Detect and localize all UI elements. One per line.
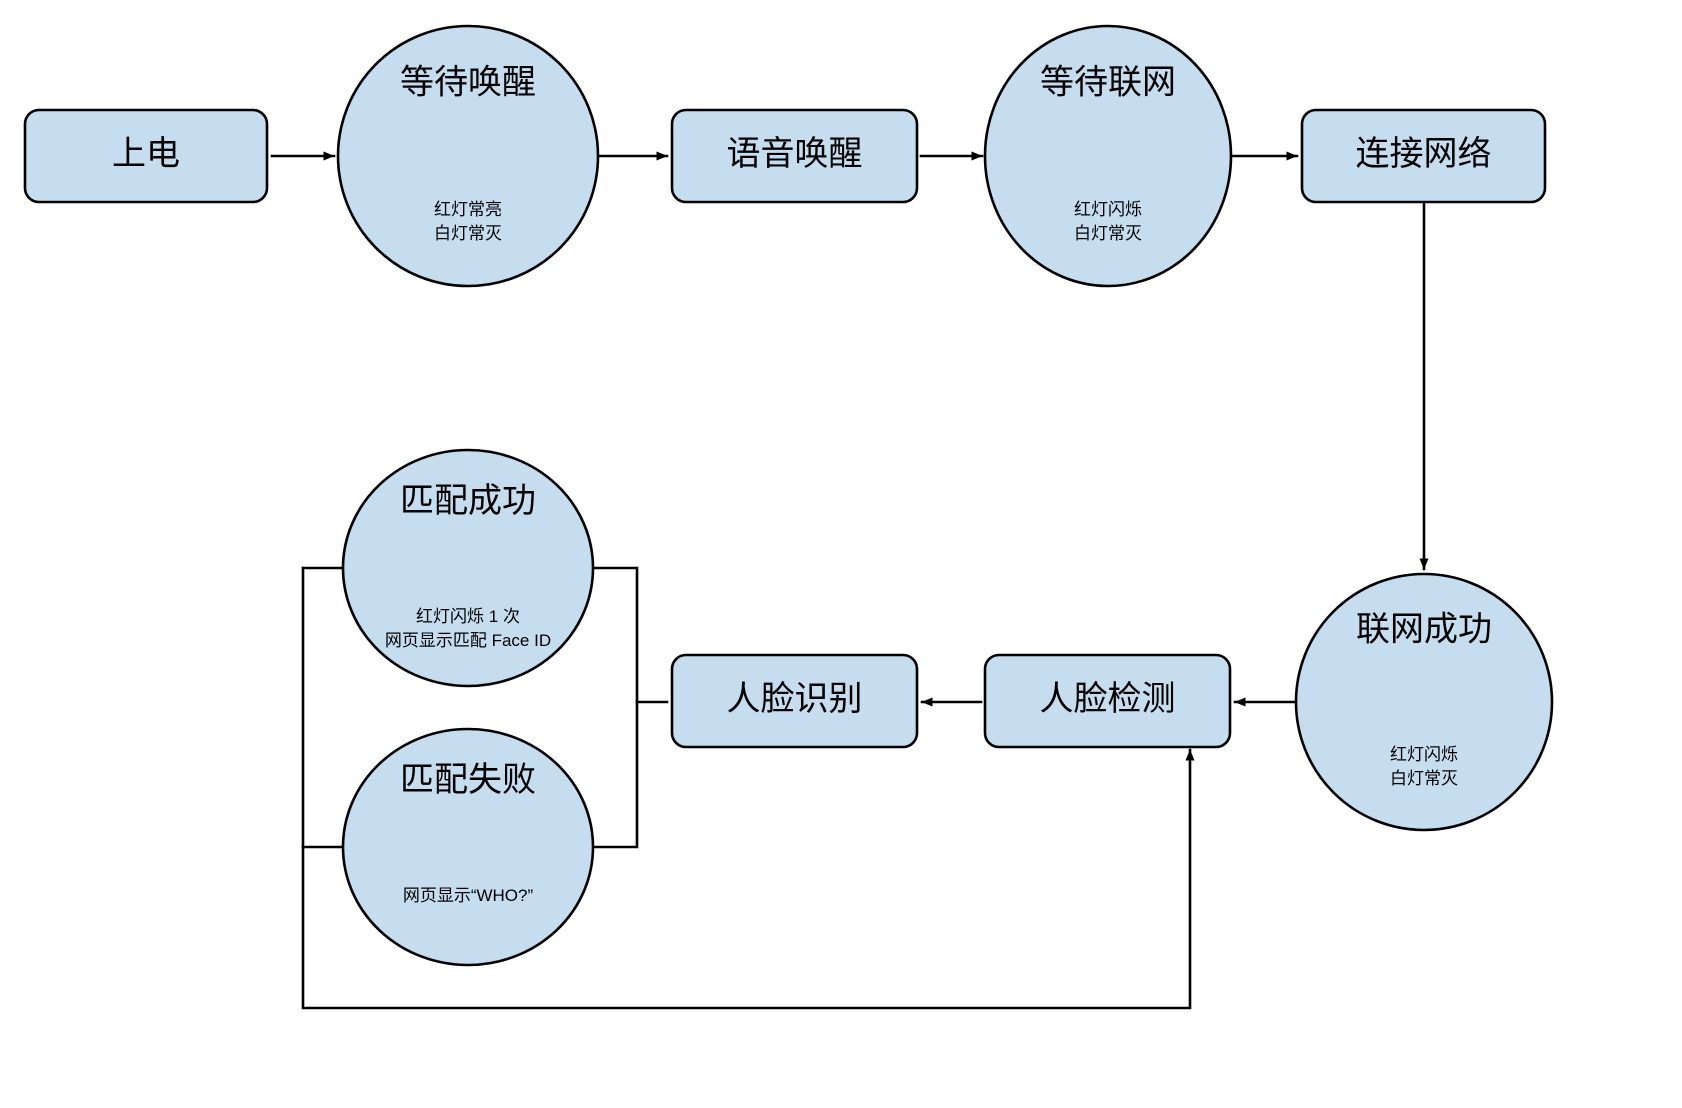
node-title-network-success: 联网成功	[1356, 611, 1492, 649]
node-subtitle-network-success-0: 红灯闪烁	[1390, 745, 1458, 764]
node-shape-connect-network	[1300, 108, 1547, 204]
node-title-match-success: 匹配成功	[400, 482, 536, 520]
node-title-match-fail: 匹配失败	[400, 761, 536, 799]
node-subtitle-network-success-1: 白灯常灭	[1390, 769, 1458, 788]
node-shape-wait-wake	[336, 24, 600, 288]
node-face-detect[interactable]: 人脸检测	[983, 653, 1232, 749]
node-subtitle-wait-network-0: 红灯闪烁	[1074, 200, 1142, 219]
node-subtitle-match-fail-0: 网页显示“WHO?”	[403, 886, 534, 905]
node-subtitle-wait-wake-0: 红灯常亮	[434, 200, 502, 219]
node-title-wait-wake: 等待唤醒	[400, 63, 536, 101]
node-title-connect-network: 连接网络	[1356, 135, 1492, 173]
nodes-layer: 上电等待唤醒红灯常亮白灯常灭语音唤醒等待联网红灯闪烁白灯常灭连接网络联网成功红灯…	[23, 24, 1554, 967]
node-shape-voice-wake	[670, 108, 919, 204]
node-shape-match-fail	[341, 727, 595, 967]
node-shape-face-detect	[983, 653, 1232, 749]
node-title-voice-wake: 语音唤醒	[727, 135, 863, 173]
node-title-wait-network: 等待联网	[1040, 63, 1176, 101]
node-shape-wait-network	[983, 24, 1233, 288]
node-subtitle-match-success-0: 红灯闪烁 1 次	[416, 607, 520, 626]
node-title-face-recognize: 人脸识别	[727, 680, 863, 718]
node-connect-network[interactable]: 连接网络	[1300, 108, 1547, 204]
node-subtitle-wait-network-1: 白灯常灭	[1074, 224, 1142, 243]
node-shape-face-recognize	[670, 653, 919, 749]
node-shape-power-on	[23, 108, 269, 204]
node-subtitle-wait-wake-1: 白灯常灭	[434, 224, 502, 243]
node-shape-network-success	[1294, 572, 1554, 832]
node-subtitle-match-success-1: 网页显示匹配 Face ID	[385, 631, 551, 650]
node-face-recognize[interactable]: 人脸识别	[670, 653, 919, 749]
node-power-on[interactable]: 上电	[23, 108, 269, 204]
edge-feedback-to-face-detect	[301, 748, 1195, 1010]
node-title-face-detect: 人脸检测	[1040, 680, 1176, 718]
node-title-power-on: 上电	[112, 135, 180, 173]
node-shape-match-success	[341, 448, 595, 688]
node-voice-wake[interactable]: 语音唤醒	[670, 108, 919, 204]
